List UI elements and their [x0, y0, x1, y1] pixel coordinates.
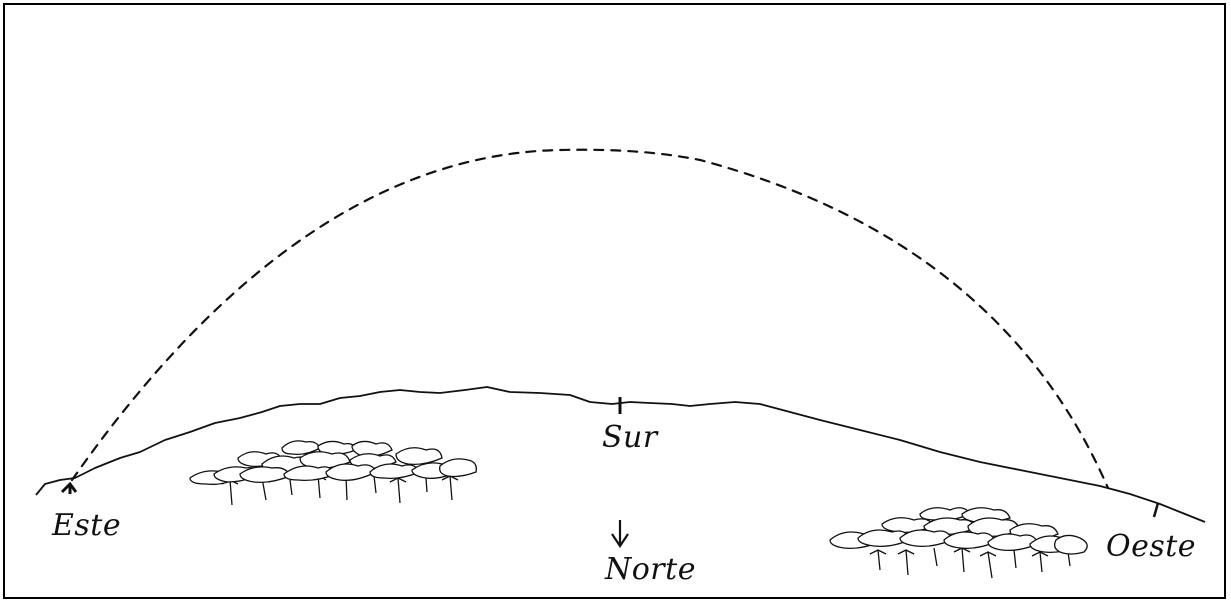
- label-east: Este: [52, 508, 121, 543]
- west-marker: [1154, 503, 1158, 517]
- label-south: Sur: [602, 420, 658, 455]
- tree-cluster-right: [830, 508, 1087, 578]
- label-north: Norte: [605, 552, 696, 587]
- sun-path-arc: [72, 150, 1108, 488]
- east-marker: [62, 484, 76, 494]
- tree-cluster-left: [190, 441, 476, 505]
- north-arrow-icon: [612, 520, 628, 546]
- label-west: Oeste: [1106, 529, 1196, 564]
